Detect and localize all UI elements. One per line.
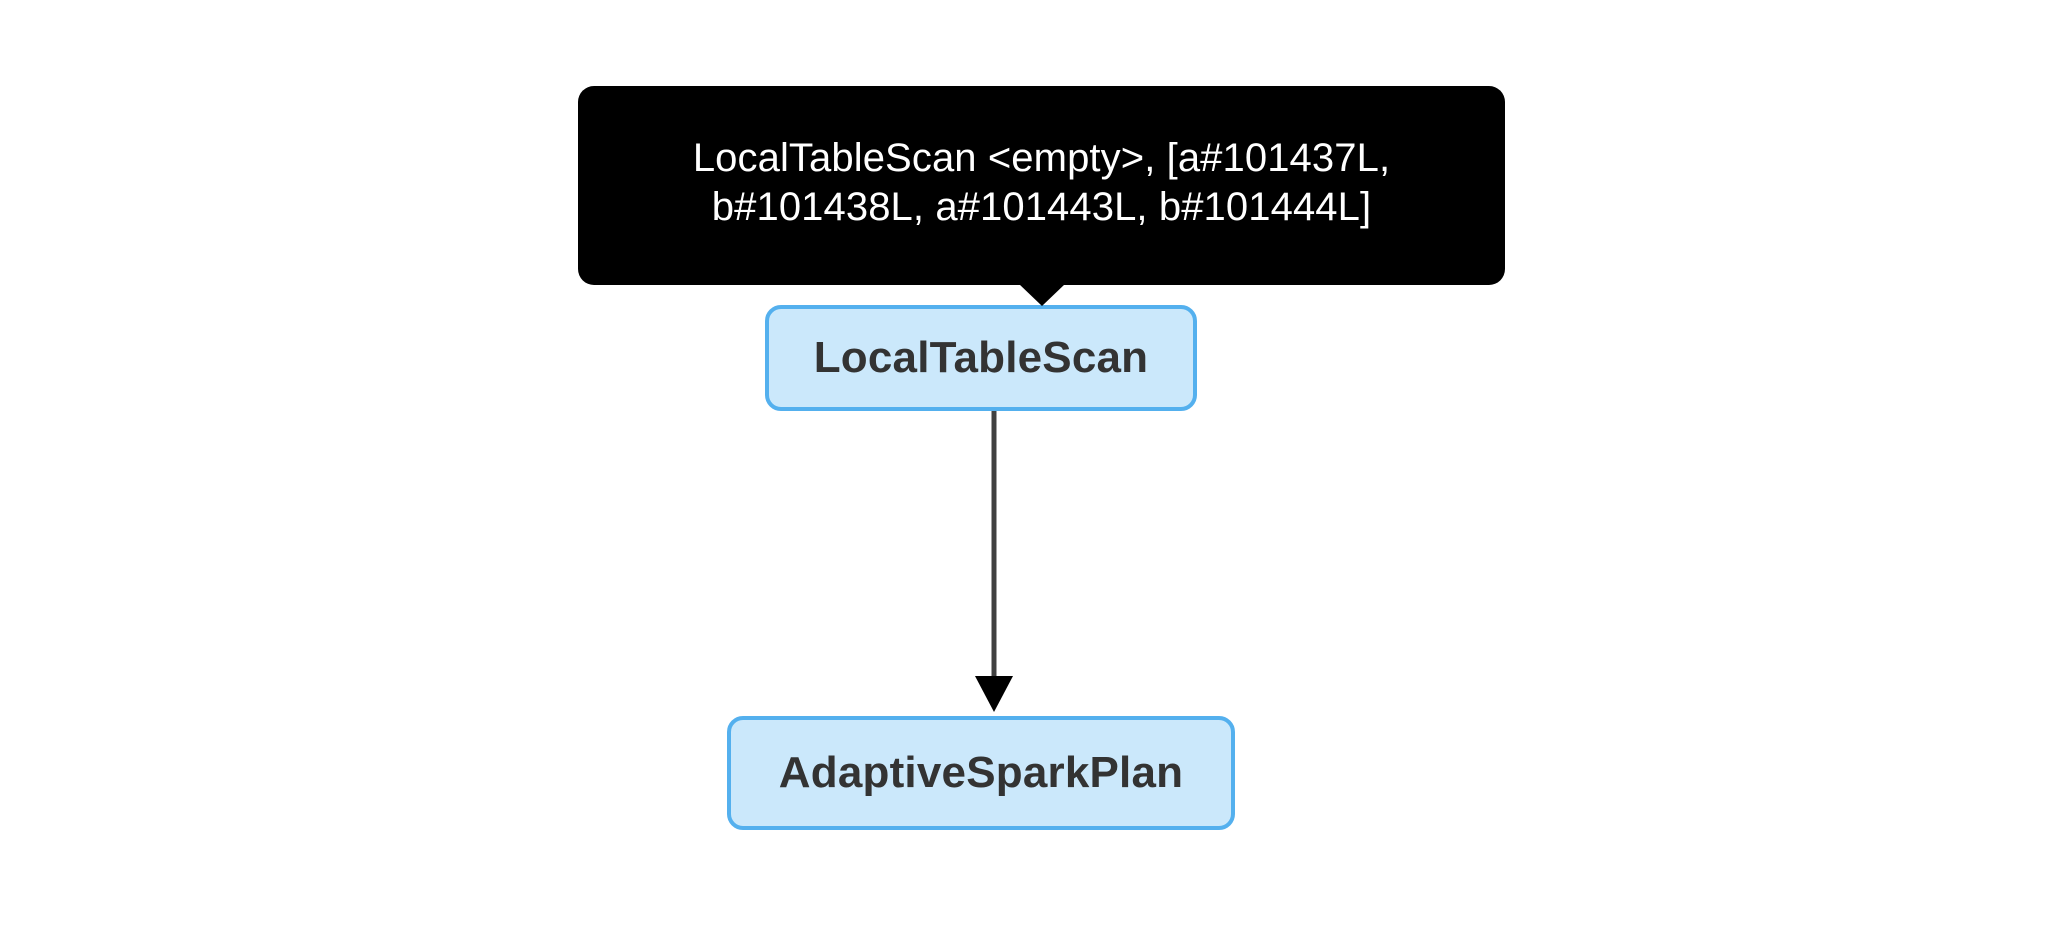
graph-node-local-table-scan[interactable]: LocalTableScan <box>765 305 1197 411</box>
graph-node-adaptive-spark-plan[interactable]: AdaptiveSparkPlan <box>727 716 1235 830</box>
node-tooltip: LocalTableScan <empty>, [a#101437L, b#10… <box>578 86 1505 306</box>
tooltip-pointer-icon <box>1018 284 1065 306</box>
tooltip-line-2: b#101438L, a#101443L, b#101444L] <box>711 184 1372 229</box>
tooltip-line-1: LocalTableScan <empty>, [a#101437L, <box>692 135 1391 180</box>
graph-node-label: AdaptiveSparkPlan <box>778 748 1184 797</box>
graph-node-label: LocalTableScan <box>813 333 1149 382</box>
edge-arrowhead-icon <box>975 676 1013 712</box>
edge-local-table-scan-to-adaptive-spark-plan <box>975 410 1013 712</box>
